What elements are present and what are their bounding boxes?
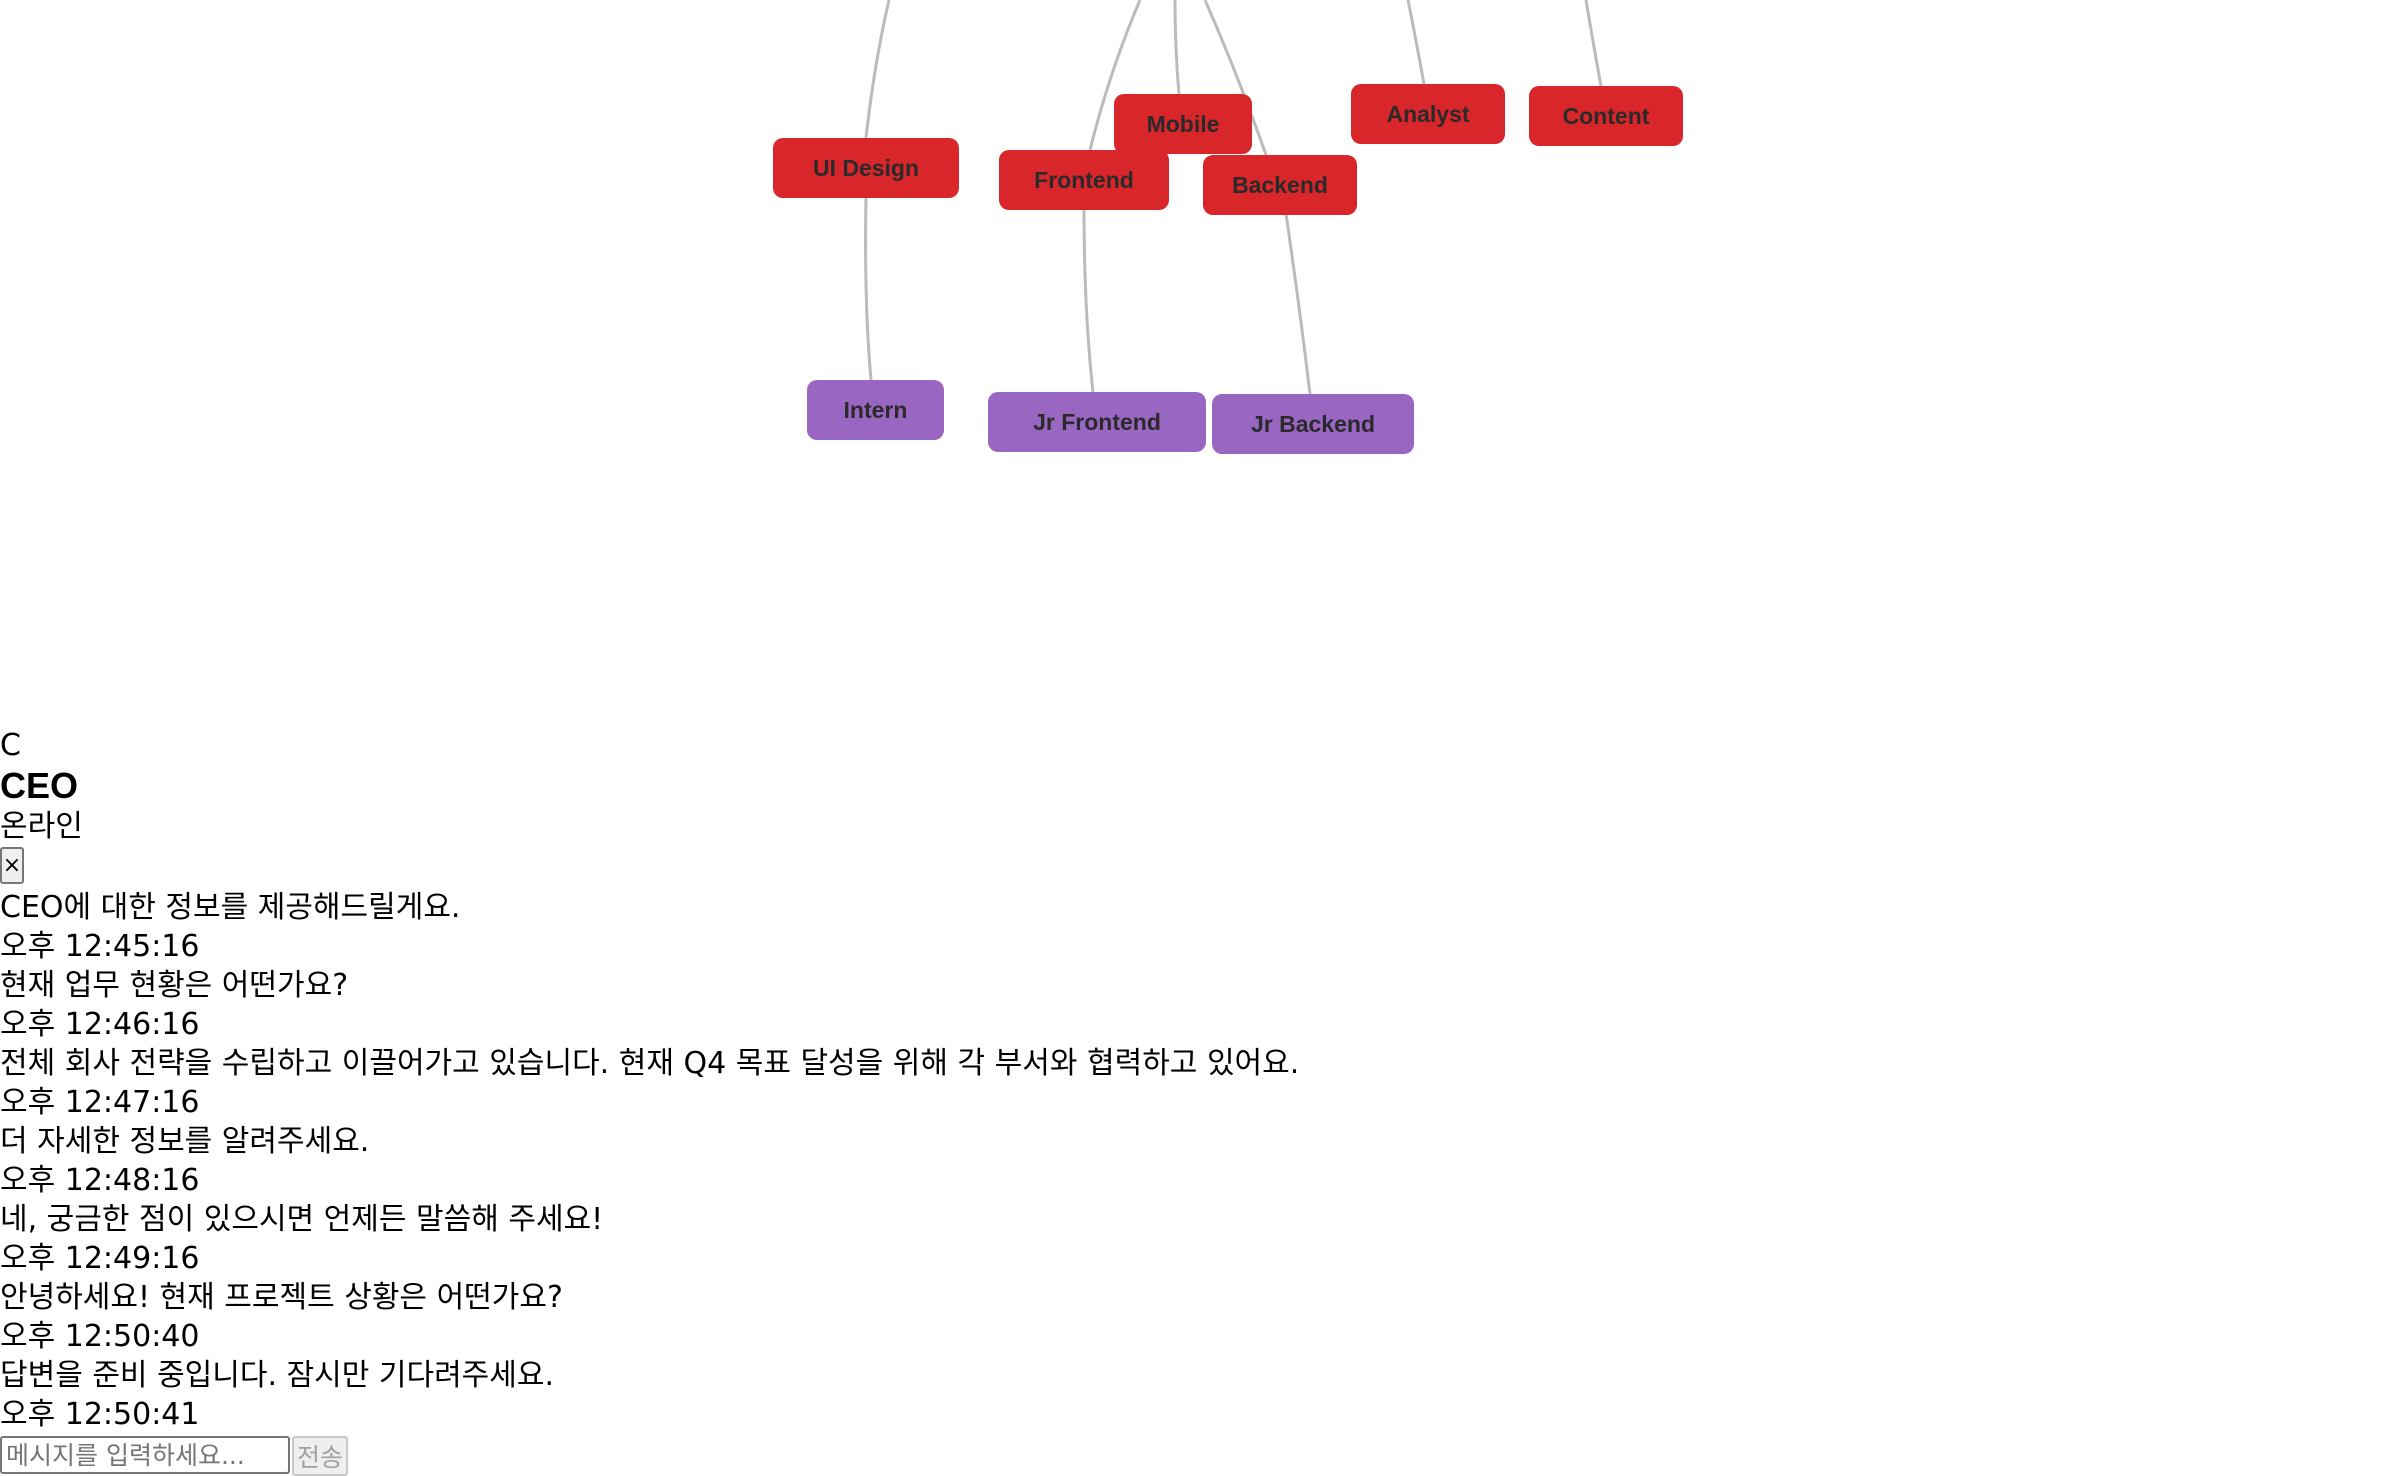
- close-button[interactable]: ×: [0, 847, 24, 884]
- node-analyst[interactable]: Analyst: [1351, 84, 1505, 144]
- avatar: C: [0, 728, 21, 763]
- message-text: 더 자세한 정보를 알려주세요.: [0, 1124, 370, 1159]
- message-text: 전체 회사 전략을 수립하고 이끌어가고 있습니다. 현재 Q4 목표 달성을 …: [0, 1046, 1300, 1081]
- node-backend[interactable]: Backend: [1203, 155, 1357, 215]
- send-button[interactable]: 전송: [292, 1436, 349, 1476]
- message-composer: 전송: [0, 1436, 2400, 1476]
- link-line: [1284, 213, 1312, 395]
- message-text: CEO에 대한 정보를 제공해드릴게요.: [0, 890, 461, 925]
- node-content[interactable]: Content: [1529, 86, 1683, 146]
- chat-panel: C CEO 온라인 × CEO에 대한 정보를 제공해드릴게요. 오후 12:4…: [0, 726, 2400, 1476]
- message-item: 답변을 준비 중입니다. 잠시만 기다려주세요. 오후 12:50:41: [0, 1356, 2400, 1434]
- message-time: 오후 12:48:16: [0, 1163, 200, 1198]
- message-item: 전체 회사 전략을 수립하고 이끌어가고 있습니다. 현재 Q4 목표 달성을 …: [0, 1044, 2400, 1122]
- message-item: 네, 궁금한 점이 있으시면 언제든 말씀해 주세요! 오후 12:49:16: [0, 1200, 2400, 1278]
- message-time: 오후 12:45:16: [0, 929, 200, 964]
- message-text: 현재 업무 현황은 어떤가요?: [0, 968, 349, 1003]
- status-text: 온라인: [0, 809, 83, 844]
- message-time: 오후 12:46:16: [0, 1007, 200, 1042]
- message-input[interactable]: [0, 1436, 290, 1474]
- message-time: 오후 12:50:41: [0, 1397, 200, 1432]
- link-line: [1406, 0, 1426, 85]
- org-chart[interactable]: UI Design Mobile Frontend Backend Analys…: [0, 0, 2400, 720]
- node-jr-backend[interactable]: Jr Backend: [1212, 394, 1414, 454]
- message-item: 현재 업무 현황은 어떤가요? 오후 12:46:16: [0, 966, 2400, 1044]
- link-line: [1203, 0, 1268, 156]
- link-line: [864, 0, 891, 139]
- message-text: 네, 궁금한 점이 있으시면 언제든 말씀해 주세요!: [0, 1202, 604, 1237]
- node-frontend[interactable]: Frontend: [999, 150, 1169, 210]
- message-list: CEO에 대한 정보를 제공해드릴게요. 오후 12:45:16 현재 업무 현…: [0, 888, 2400, 1434]
- node-ui-design[interactable]: UI Design: [773, 138, 959, 198]
- message-time: 오후 12:47:16: [0, 1085, 200, 1120]
- message-item: CEO에 대한 정보를 제공해드릴게요. 오후 12:45:16: [0, 888, 2400, 966]
- link-line: [1082, 208, 1095, 393]
- link-line: [1088, 0, 1142, 151]
- message-text: 안녕하세요! 현재 프로젝트 상황은 어떤가요?: [0, 1280, 563, 1315]
- link-line: [864, 197, 873, 381]
- node-jr-frontend[interactable]: Jr Frontend: [988, 392, 1206, 452]
- message-item: 안녕하세요! 현재 프로젝트 상황은 어떤가요? 오후 12:50:40: [0, 1278, 2400, 1356]
- link-line: [1584, 0, 1603, 87]
- node-mobile[interactable]: Mobile: [1114, 94, 1252, 154]
- message-item: 더 자세한 정보를 알려주세요. 오후 12:48:16: [0, 1122, 2400, 1200]
- chat-contact-name: CEO: [0, 765, 79, 806]
- node-intern[interactable]: Intern: [807, 380, 944, 440]
- link-line: [1173, 0, 1181, 95]
- org-chart-links: [864, 0, 1603, 395]
- message-text: 답변을 준비 중입니다. 잠시만 기다려주세요.: [0, 1358, 555, 1393]
- message-time: 오후 12:49:16: [0, 1241, 200, 1276]
- message-time: 오후 12:50:40: [0, 1319, 200, 1354]
